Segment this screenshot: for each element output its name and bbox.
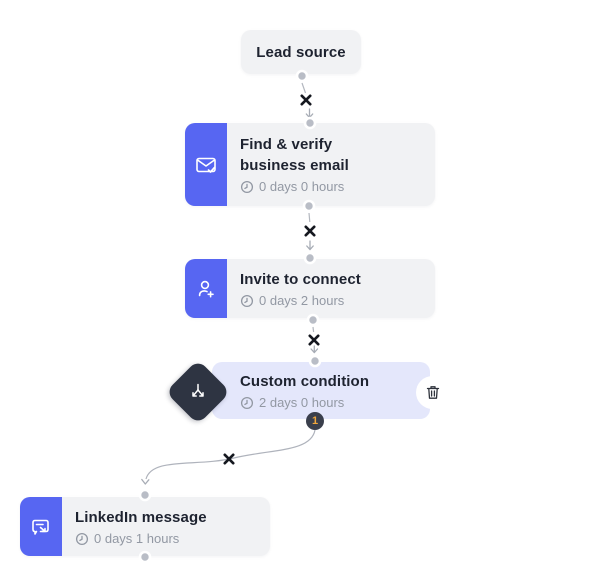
step-title: Invite to connect xyxy=(240,270,361,288)
connection-dot[interactable] xyxy=(303,251,317,265)
lead-source-title: Lead source xyxy=(256,43,346,61)
envelope-check-icon xyxy=(196,157,216,173)
step-delay: 0 days 1 hours xyxy=(75,531,207,547)
detach-icon[interactable] xyxy=(308,334,320,346)
lead-source-node[interactable]: Lead source xyxy=(241,30,361,74)
detach-icon[interactable] xyxy=(223,453,235,465)
step-title: LinkedIn message xyxy=(75,508,207,526)
detach-icon[interactable] xyxy=(304,225,316,237)
trash-icon xyxy=(426,386,439,399)
step-delay: 2 days 0 hours xyxy=(240,395,369,411)
find-verify-email-node[interactable]: Find & verify business email 0 days 0 ho… xyxy=(185,123,435,206)
connection-dot[interactable] xyxy=(138,550,152,564)
delete-step-button[interactable] xyxy=(416,376,449,409)
connection-dot[interactable] xyxy=(302,199,316,213)
branch-count-badge[interactable]: 1 xyxy=(306,412,324,430)
clock-icon xyxy=(240,294,254,307)
chat-forward-icon xyxy=(32,519,49,535)
invite-to-connect-node[interactable]: Invite to connect 0 days 2 hours xyxy=(185,259,435,318)
step-title: Custom condition xyxy=(240,372,370,390)
step-title: Find & verify business email xyxy=(240,136,349,174)
condition-diamond[interactable] xyxy=(165,359,231,425)
step-icon-block xyxy=(20,497,62,556)
branch-connector-line xyxy=(145,429,316,480)
step-delay: 0 days 2 hours xyxy=(240,293,361,309)
detach-icon[interactable] xyxy=(300,94,312,106)
clock-icon xyxy=(75,532,89,545)
step-delay-text: 0 days 0 hours xyxy=(259,179,345,194)
step-delay: 0 days 0 hours xyxy=(240,179,365,195)
step-delay-text: 0 days 1 hours xyxy=(94,530,180,546)
step-icon-block xyxy=(185,259,227,318)
connection-dot[interactable] xyxy=(295,69,309,83)
step-delay-text: 0 days 2 hours xyxy=(259,292,345,308)
step-icon-block xyxy=(185,123,227,206)
connection-dot[interactable] xyxy=(306,313,320,327)
person-plus-icon xyxy=(198,280,214,297)
clock-icon xyxy=(240,396,254,409)
step-delay-text: 2 days 0 hours xyxy=(259,394,345,410)
branch-count-label: 1 xyxy=(311,415,319,427)
connection-dot[interactable] xyxy=(303,116,317,130)
connection-dot[interactable] xyxy=(308,354,322,368)
branch-split-icon xyxy=(192,383,204,397)
connection-dot[interactable] xyxy=(138,488,152,502)
linkedin-message-node[interactable]: LinkedIn message 0 days 1 hours xyxy=(20,497,270,556)
custom-condition-node[interactable]: Custom condition 2 days 0 hours xyxy=(212,362,430,419)
clock-icon xyxy=(240,180,254,194)
